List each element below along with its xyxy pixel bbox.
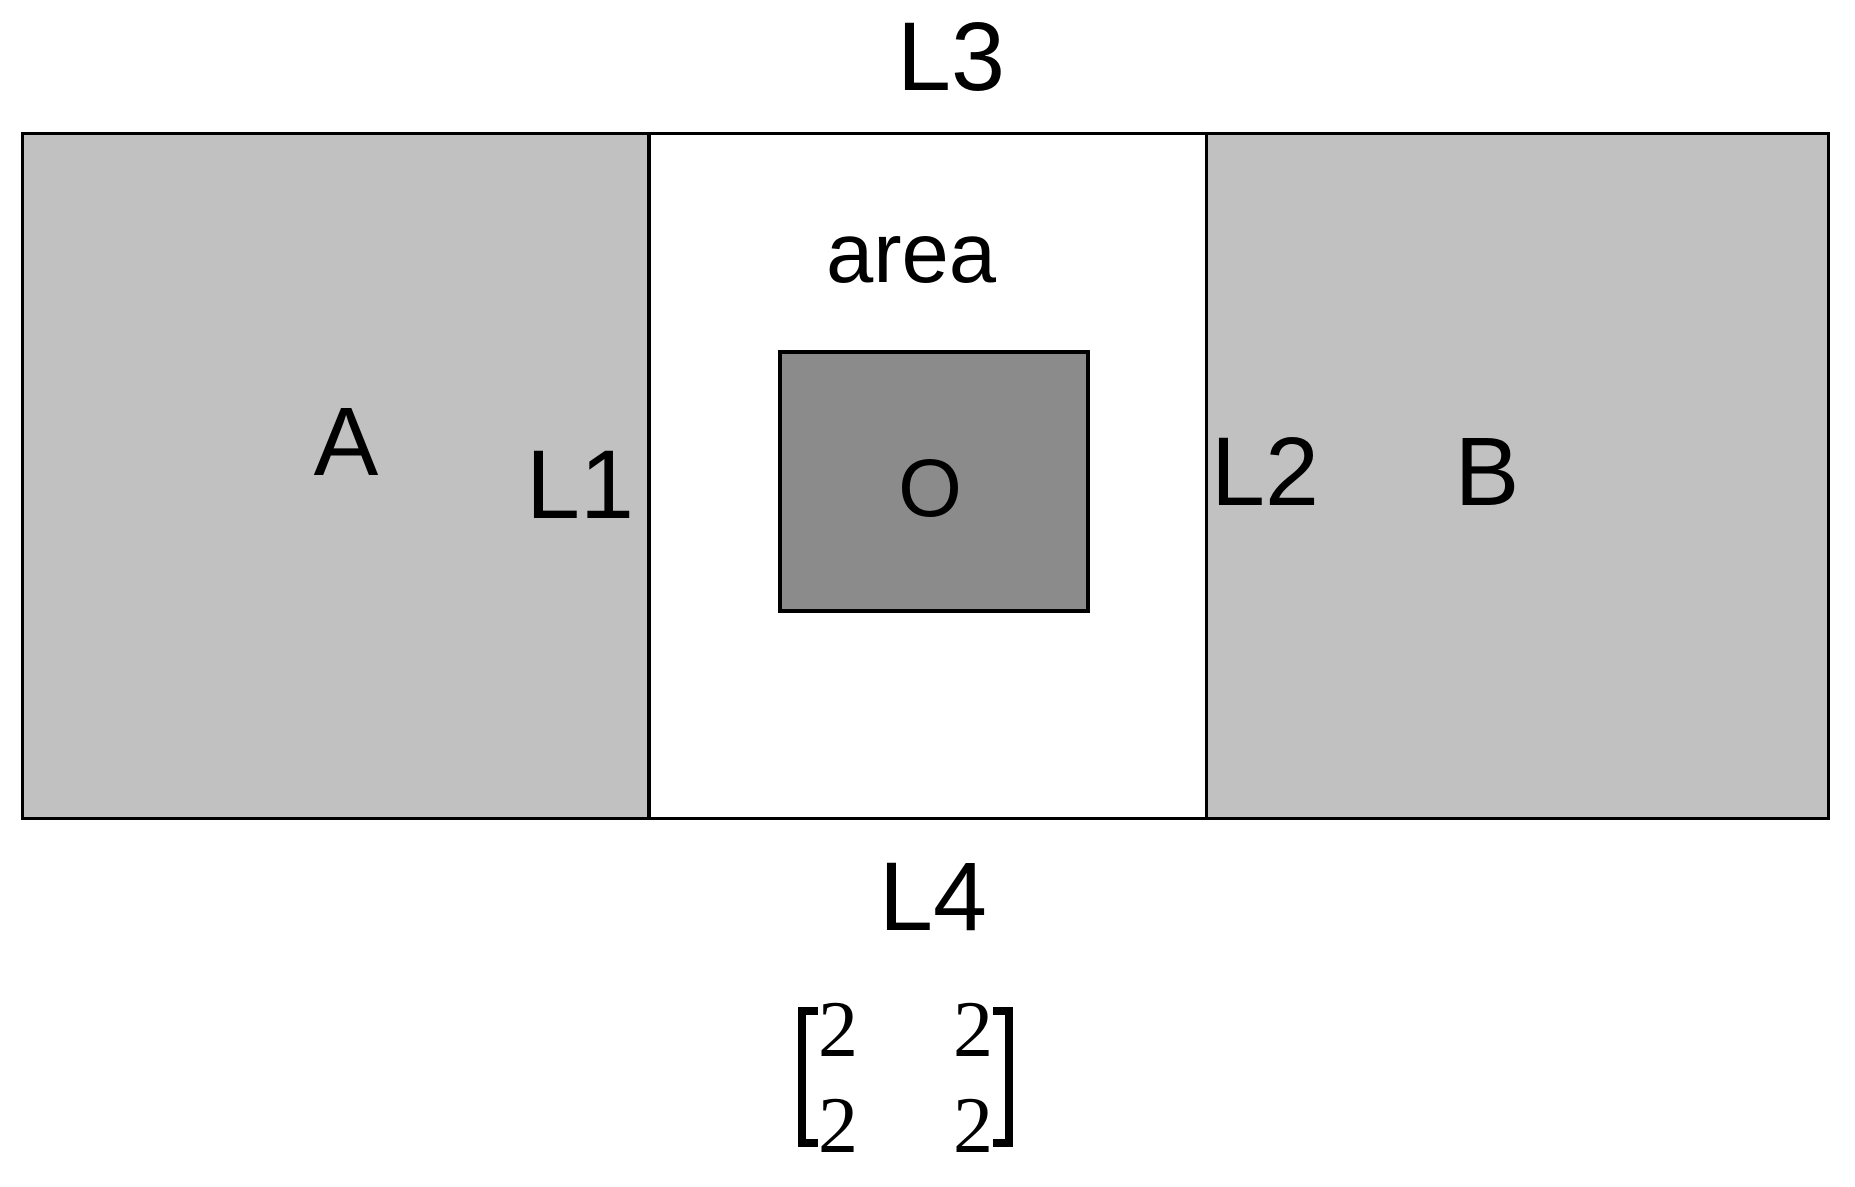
label-area: area	[825, 206, 997, 301]
inner-rectangle-o	[778, 350, 1090, 613]
matrix-cell: 2	[818, 986, 858, 1074]
matrix-right-bracket	[993, 1007, 1013, 1147]
label-l3: L3	[897, 2, 1005, 111]
matrix-cell: 2	[818, 1082, 858, 1170]
matrix: 2 2 2 2	[798, 986, 1013, 1170]
label-region-a: A	[313, 387, 379, 496]
label-l2: L2	[1211, 417, 1319, 526]
label-l1: L1	[526, 430, 634, 539]
label-o: O	[898, 443, 962, 534]
matrix-left-bracket	[798, 1007, 818, 1147]
matrix-cell: 2	[953, 1082, 993, 1170]
matrix-cell: 2	[953, 986, 993, 1074]
outer-rectangle	[21, 132, 1830, 820]
matrix-cells: 2 2 2 2	[818, 986, 993, 1170]
label-l4: L4	[879, 842, 987, 951]
label-region-b: B	[1454, 417, 1520, 526]
region-b-rect	[1205, 135, 1827, 817]
region-a-rect	[24, 135, 651, 817]
